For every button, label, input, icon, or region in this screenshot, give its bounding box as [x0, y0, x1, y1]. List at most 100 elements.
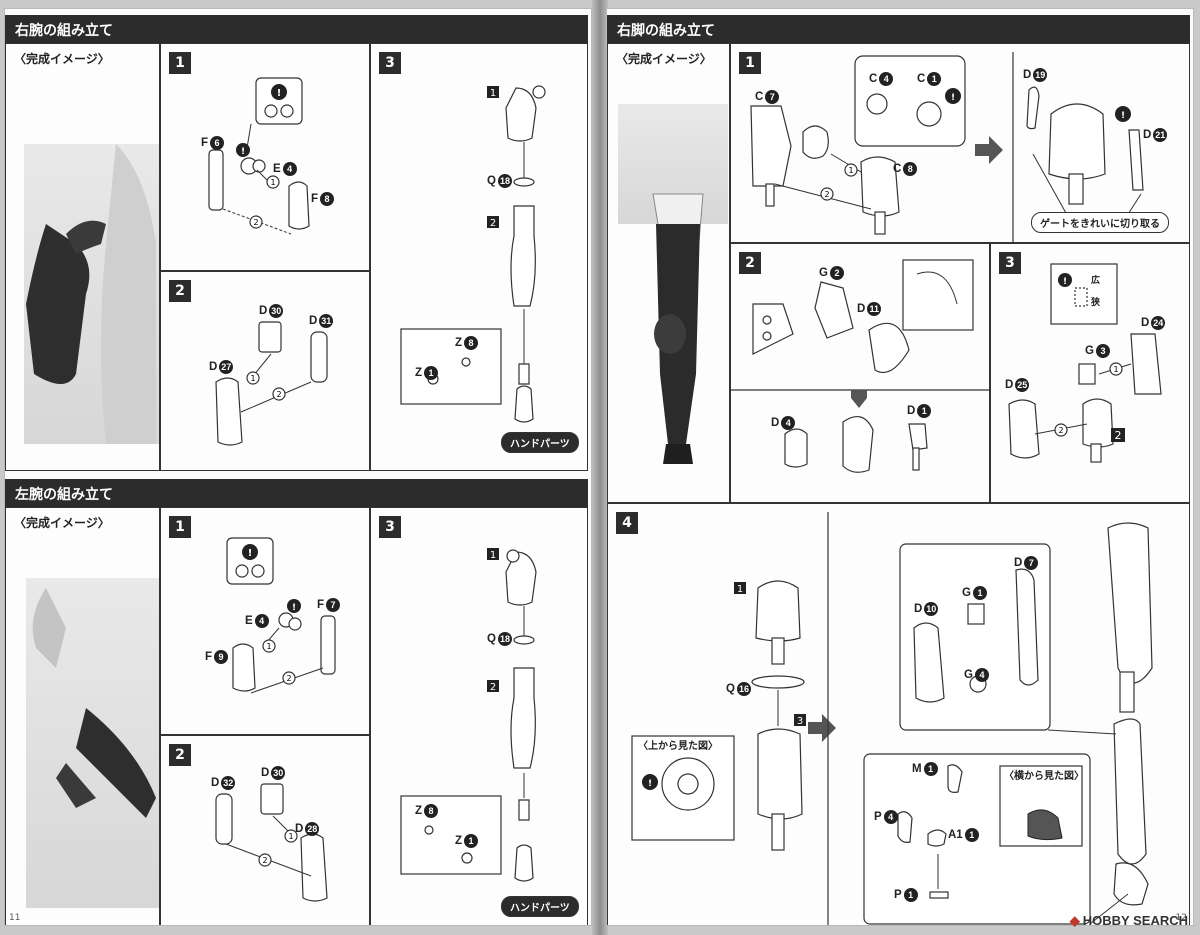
- step-number: 4: [616, 512, 638, 534]
- page-number: 12: [1175, 913, 1187, 923]
- step-number: 2: [739, 252, 761, 274]
- svg-text:!: !: [1121, 111, 1125, 121]
- step-2-diagram: [731, 259, 991, 473]
- svg-text:3: 3: [797, 716, 803, 727]
- figure-silhouette: [26, 144, 156, 444]
- svg-text:2: 2: [490, 218, 496, 229]
- top-view-label: 〈上から見た図〉: [638, 741, 718, 752]
- section-title-right-leg: 右脚の組み立て: [607, 15, 1190, 43]
- figure-silhouette: [32, 588, 156, 818]
- label-narrow: 狭: [1091, 297, 1101, 307]
- leg-silhouette: [652, 193, 704, 464]
- svg-text:!: !: [1063, 277, 1067, 287]
- svg-text:!: !: [292, 603, 296, 613]
- step-number: 3: [379, 516, 401, 538]
- svg-text:1: 1: [250, 374, 255, 383]
- svg-text:1: 1: [270, 178, 275, 187]
- section-title-left-arm: 左腕の組み立て: [5, 479, 588, 507]
- svg-text:!: !: [951, 93, 955, 103]
- hobby-search-logo-icon: ◆: [1069, 913, 1080, 928]
- svg-text:2: 2: [286, 674, 291, 683]
- right-leg-preview: 〈完成イメージ〉: [607, 43, 730, 503]
- page-number: 11: [9, 913, 21, 923]
- gate-trim-tag: ゲートをきれいに切り取る: [1031, 212, 1169, 233]
- svg-text:2: 2: [490, 682, 496, 693]
- book-spine: [592, 0, 608, 935]
- step-2-diagram: 1 2: [215, 321, 328, 446]
- svg-text:1: 1: [266, 642, 271, 651]
- right-arm-preview: 〈完成イメージ〉: [5, 43, 160, 471]
- left-arm-preview: 〈完成イメージ〉: [5, 507, 160, 925]
- svg-text:2: 2: [824, 190, 829, 199]
- step-number: 2: [169, 280, 191, 302]
- step-number: 1: [169, 52, 191, 74]
- step-1-diagram: ! ! 1 2: [208, 77, 310, 235]
- hand-parts-tag: ハンドパーツ: [501, 896, 579, 917]
- svg-text:!: !: [648, 779, 652, 789]
- step-4-diagram: 1 3 !: [631, 512, 1153, 925]
- step-2-diagram: 1 2: [215, 783, 328, 902]
- svg-text:!: !: [248, 548, 253, 559]
- svg-text:1: 1: [490, 88, 496, 99]
- svg-text:1: 1: [490, 550, 496, 561]
- preview-label: 〈完成イメージ〉: [616, 52, 712, 66]
- step-1-diagram: ! ! 1 2: [226, 537, 336, 694]
- step-3-diagram: 1 2: [400, 85, 546, 423]
- preview-label: 〈完成イメージ〉: [14, 516, 110, 530]
- svg-text:1: 1: [288, 832, 293, 841]
- step-number: 3: [379, 52, 401, 74]
- step-3-diagram: ! 2 1 2: [1008, 263, 1162, 463]
- svg-text:2: 2: [262, 856, 267, 865]
- step-number: 3: [999, 252, 1021, 274]
- right-leg-step-4: 4 1 3 !: [607, 503, 1190, 925]
- svg-text:1: 1: [848, 166, 853, 175]
- svg-text:!: !: [277, 88, 282, 99]
- step-3-diagram: 1 2: [400, 548, 537, 882]
- svg-text:1: 1: [1113, 365, 1118, 374]
- watermark: ◆HOBBY SEARCH: [1069, 913, 1188, 928]
- svg-text:2: 2: [253, 218, 258, 227]
- label-wide: 広: [1091, 275, 1101, 285]
